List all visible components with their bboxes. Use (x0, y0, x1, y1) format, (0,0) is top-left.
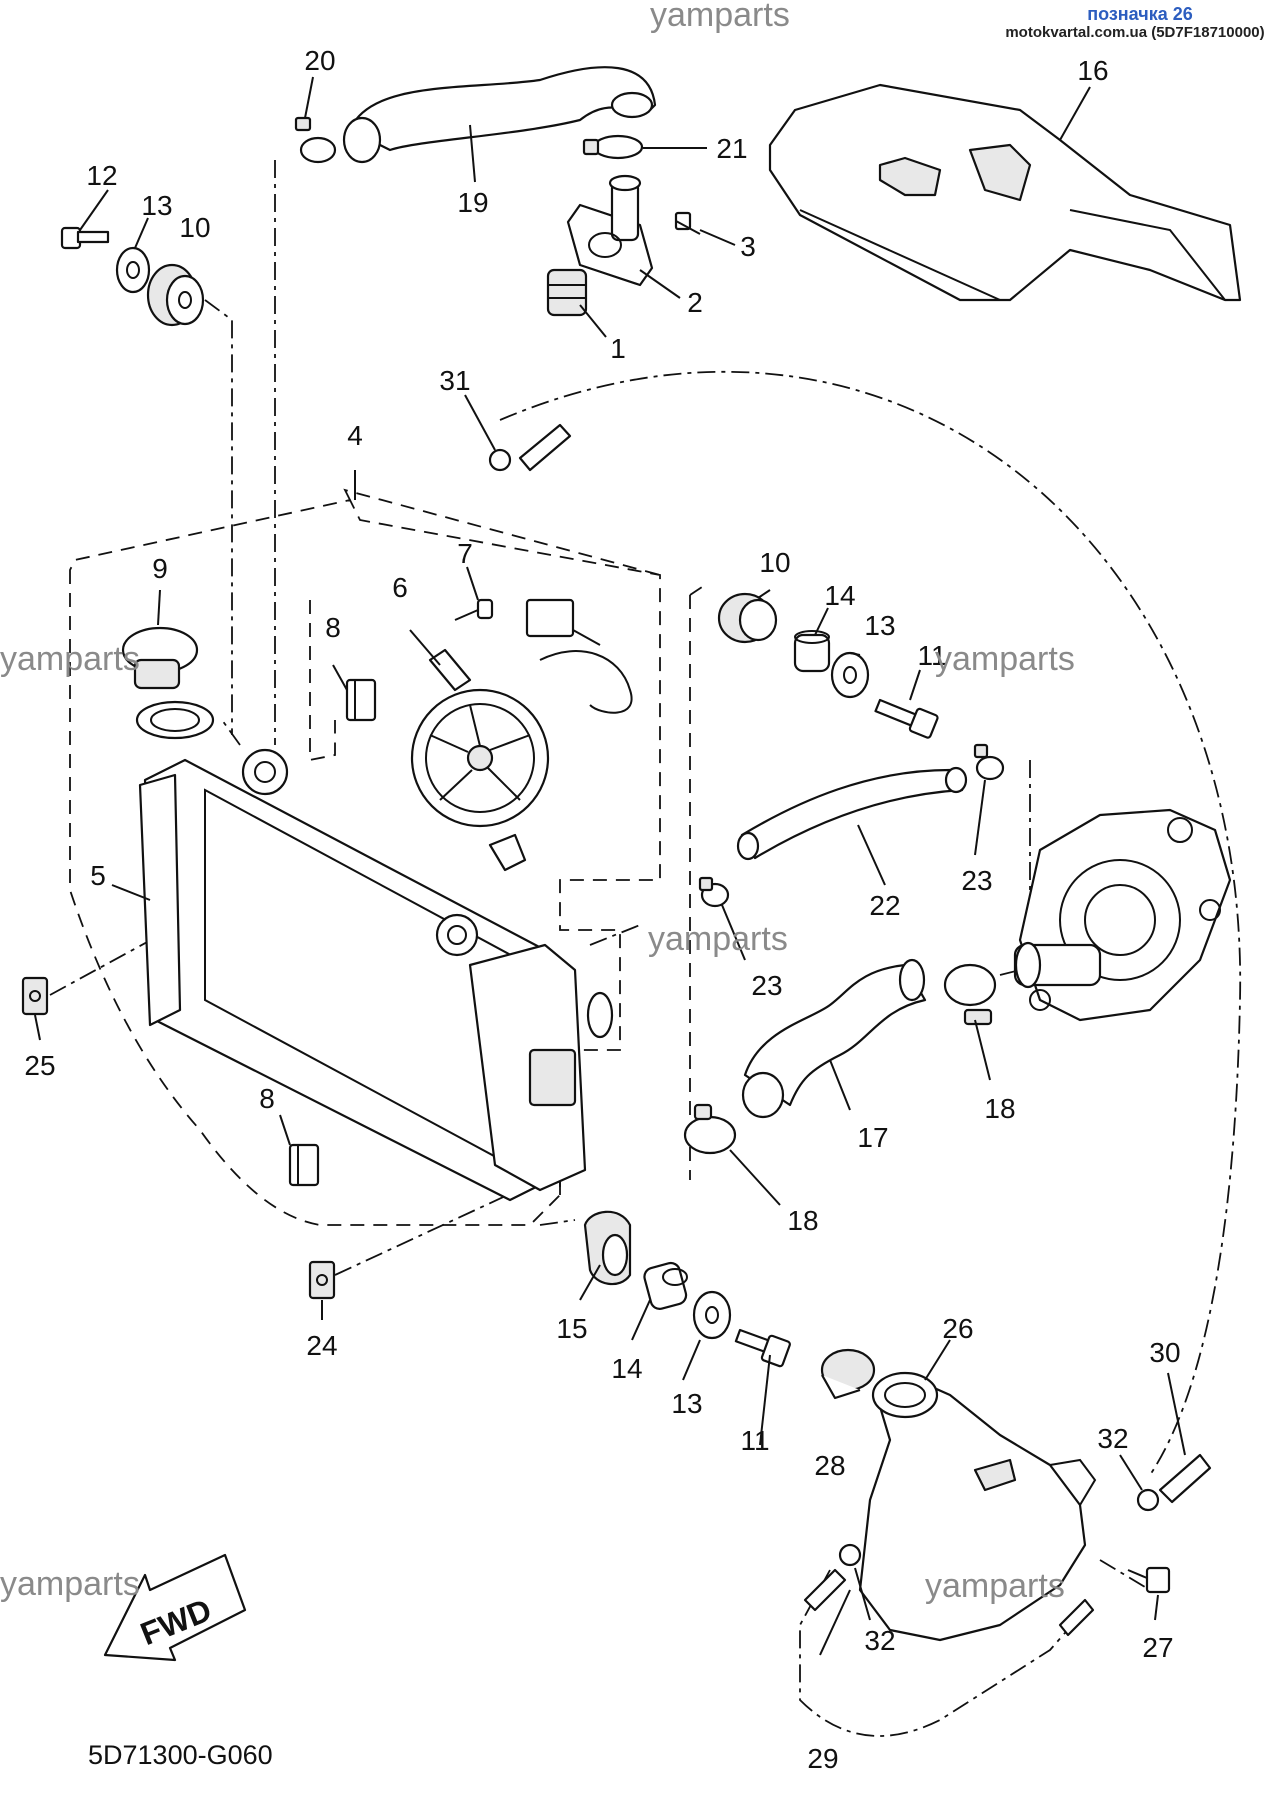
cooling-fan (410, 648, 633, 872)
grommet-10-top (146, 263, 205, 327)
washer-13-top (115, 246, 151, 294)
callout-32-right: 32 (1097, 1423, 1128, 1454)
grommet-10-right (717, 592, 778, 644)
reservoir-cap (820, 1348, 876, 1400)
watermarks: yamparts yamparts yamparts yamparts yamp… (0, 0, 1075, 1605)
fan-connector (525, 598, 601, 646)
callout-21: 21 (716, 133, 747, 164)
callout-4: 4 (347, 420, 363, 451)
callout-10-top: 10 (179, 212, 210, 243)
callout-6: 6 (392, 572, 408, 603)
thermostat (546, 268, 588, 317)
callout-labels: 1 2 3 4 5 6 7 8 8 9 10 10 11 11 12 13 13… (24, 45, 1180, 1774)
callout-23-right: 23 (961, 865, 992, 896)
coolant-reservoir (858, 1371, 1097, 1642)
radiator-cap (121, 626, 199, 690)
callout-16: 16 (1077, 55, 1108, 86)
callout-27: 27 (1142, 1632, 1173, 1663)
callout-1: 1 (610, 333, 626, 364)
bolt-11-bottom (734, 1328, 791, 1368)
callout-32-left: 32 (864, 1625, 895, 1656)
callout-8-top: 8 (325, 612, 341, 643)
callout-19: 19 (457, 187, 488, 218)
watermark-bottom-left: yamparts (0, 1565, 140, 1603)
hose-clamp-18-left (683, 1103, 737, 1155)
collar-14-right (793, 630, 831, 673)
callout-8-bottom: 8 (259, 1083, 275, 1114)
radiator-side-cover (768, 83, 1242, 302)
collar-14-bottom (643, 1261, 688, 1310)
watermark-center: yamparts (648, 920, 788, 958)
upper-radiator-hose (342, 66, 657, 164)
callout-26: 26 (942, 1313, 973, 1344)
hose-clamp-18-right (943, 963, 997, 1026)
callout-9: 9 (152, 553, 168, 584)
callout-12: 12 (86, 160, 117, 191)
radiator (135, 700, 614, 1202)
leader-lines (34, 76, 1186, 1656)
bolt-11-right (874, 698, 939, 739)
callout-13-right: 13 (864, 610, 895, 641)
callout-30: 30 (1149, 1337, 1180, 1368)
callout-3: 3 (740, 231, 756, 262)
callout-31: 31 (439, 365, 470, 396)
bolt-12 (60, 226, 110, 250)
radiator-assembly-outline (69, 498, 661, 1226)
callout-22: 22 (869, 890, 900, 921)
callout-2: 2 (687, 287, 703, 318)
callout-24: 24 (306, 1330, 337, 1361)
callout-20: 20 (304, 45, 335, 76)
thermostat-cover (566, 174, 654, 287)
breather-hose-29 (803, 1568, 1095, 1637)
callout-11-right: 11 (917, 640, 946, 671)
callout-14-right: 14 (824, 580, 855, 611)
lower-radiator-hose (741, 958, 927, 1119)
clip-nut-24 (308, 1260, 336, 1300)
callout-13-bottom: 13 (671, 1388, 702, 1419)
watermark-bottom-right: yamparts (925, 1567, 1065, 1605)
overflow-hose-top (518, 423, 572, 472)
hose-clamp-23-lower (698, 876, 730, 908)
hose-clamp-31 (488, 448, 512, 472)
hose-clamp-21 (582, 134, 644, 160)
callout-25: 25 (24, 1050, 55, 1081)
clip-8-bottom (288, 1143, 320, 1187)
page-label: позначка 26 (1087, 4, 1193, 24)
callout-29: 29 (807, 1743, 838, 1774)
source-caption: motokvartal.com.ua (5D7F18710000) (1005, 24, 1265, 41)
overflow-hose-30 (1158, 1453, 1212, 1504)
callout-5: 5 (90, 860, 106, 891)
screw-7 (454, 598, 494, 621)
bolt-27 (1127, 1566, 1171, 1594)
callout-18-left: 18 (787, 1205, 818, 1236)
bolt-3 (674, 211, 701, 235)
clip-8-top (345, 678, 377, 722)
clip-nut-25 (21, 976, 49, 1016)
hose-clamp-32-right (1136, 1488, 1160, 1512)
watermark-right: yamparts (935, 640, 1075, 678)
washer-13-right (830, 651, 870, 699)
diagram-code: 5D71300-G060 (88, 1740, 273, 1770)
callout-17: 17 (857, 1122, 888, 1153)
watermark-top: yamparts (650, 0, 790, 34)
callout-11-bottom: 11 (740, 1425, 769, 1456)
callout-15: 15 (556, 1313, 587, 1344)
hose-clamp-23-upper (973, 743, 1005, 781)
hose-clamp-20 (294, 116, 337, 164)
bypass-hose (736, 766, 968, 861)
callout-10-right: 10 (759, 547, 790, 578)
callout-13-top: 13 (141, 190, 172, 221)
washer-13-bottom (692, 1290, 732, 1340)
watermark-left: yamparts (0, 640, 140, 678)
callout-18-right: 18 (984, 1093, 1015, 1124)
callout-23-left: 23 (751, 970, 782, 1001)
callout-7: 7 (457, 538, 473, 569)
hose-clamp-32-left (838, 1543, 862, 1567)
callout-14-bottom: 14 (611, 1353, 642, 1384)
grommet-15 (583, 1210, 632, 1286)
callout-28: 28 (814, 1450, 845, 1481)
water-pump (1013, 808, 1232, 1022)
